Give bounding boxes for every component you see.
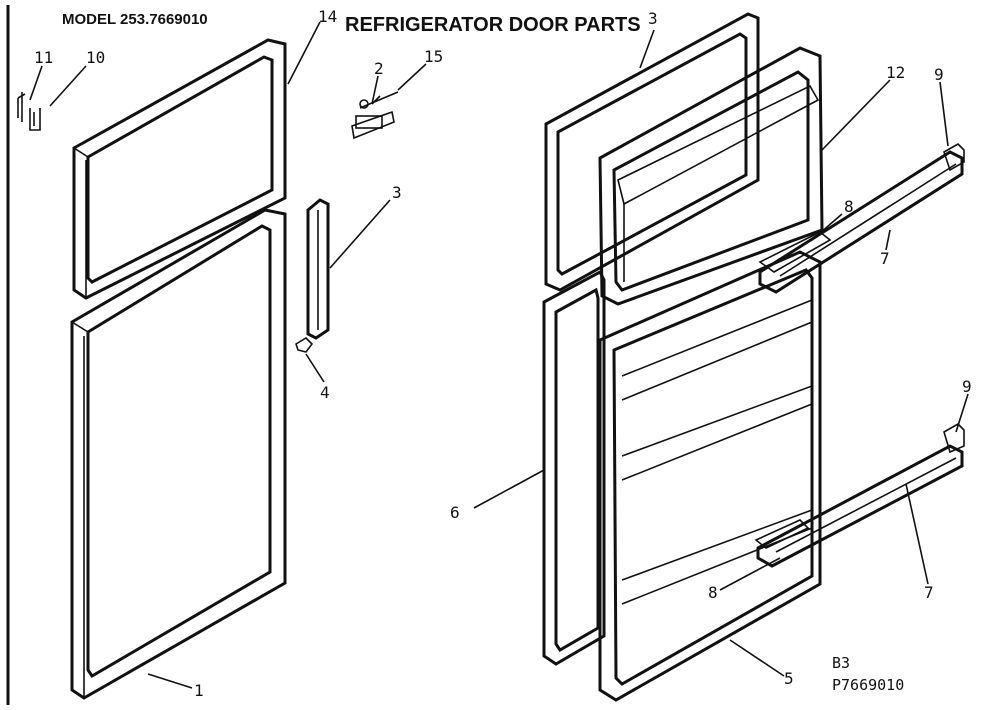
rail-support-upper-part-8 xyxy=(758,231,832,273)
callout-9-upper: 9 xyxy=(934,65,944,84)
freezer-gasket-part-14 xyxy=(72,38,287,300)
callout-9-lower: 9 xyxy=(962,377,972,396)
callout-11: 11 xyxy=(34,48,53,67)
shelf-rail-lower-part-7 xyxy=(756,444,964,568)
clip-part-10 xyxy=(29,108,41,131)
callout-12: 12 xyxy=(886,63,905,82)
freezer-liner-part-12 xyxy=(598,46,824,306)
hinge-part-2-15 xyxy=(351,91,399,140)
callout-5: 5 xyxy=(784,669,794,688)
callout-labels: 11 10 14 2 15 3 4 1 3 12 9 8 7 6 9 8 7 5 xyxy=(34,7,972,700)
callout-8-lower: 8 xyxy=(708,583,718,602)
part-list-code: P7669010 xyxy=(832,676,904,694)
callout-10: 10 xyxy=(86,48,105,67)
callout-7-lower: 7 xyxy=(924,583,934,602)
figure-code: B3 xyxy=(832,654,850,672)
leader-lines xyxy=(29,21,969,689)
callout-6: 6 xyxy=(450,503,460,522)
callout-14: 14 xyxy=(318,7,337,26)
door-handle-part-3 xyxy=(306,198,330,340)
freezer-gasket-part-13 xyxy=(544,12,760,292)
callout-7-upper: 7 xyxy=(880,249,890,268)
rail-end-cap-upper-part-9 xyxy=(943,143,965,172)
diagram-title: REFRIGERATOR DOOR PARTS xyxy=(345,14,641,36)
rail-support-lower-part-8 xyxy=(754,519,810,549)
callout-3-right: 3 xyxy=(648,9,658,28)
clip-part-11 xyxy=(17,92,26,122)
rail-end-cap-lower-part-9 xyxy=(943,423,965,454)
callout-15: 15 xyxy=(424,47,443,66)
callout-1: 1 xyxy=(194,681,204,700)
callout-2: 2 xyxy=(374,59,384,78)
callout-8-upper: 8 xyxy=(844,197,854,216)
screw-part-4 xyxy=(295,336,314,353)
model-number: MODEL 253.7669010 xyxy=(62,11,208,28)
fresh-food-liner-part-5 xyxy=(598,250,822,702)
fresh-food-gasket-part-6 xyxy=(542,269,606,666)
shelf-rail-upper-part-7 xyxy=(758,150,964,294)
callout-3-left: 3 xyxy=(392,183,402,202)
fresh-food-gasket-part-1 xyxy=(70,208,287,700)
callout-4: 4 xyxy=(320,383,330,402)
